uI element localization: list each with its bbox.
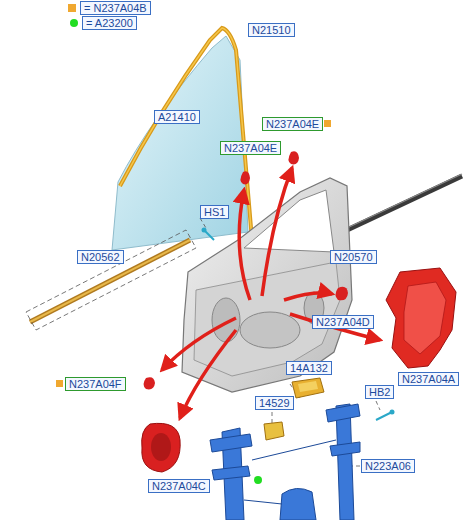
- callout-box: N237A04F: [65, 377, 126, 391]
- callout-box: N20570: [330, 250, 377, 264]
- dash-outline: [26, 230, 196, 330]
- pad-large-detail: [404, 282, 446, 354]
- part-number: 14529: [259, 397, 290, 409]
- pad-large: [386, 268, 456, 368]
- door-shell: [182, 178, 352, 392]
- callout-box: A21410: [154, 110, 200, 124]
- callout-box: 14529: [255, 396, 294, 410]
- part-number: N237A04A: [402, 373, 455, 385]
- callout-box: N223A06: [361, 459, 415, 473]
- glass-run-highlight: [120, 28, 252, 240]
- belt-weatherstrip-highlight: [330, 174, 462, 236]
- part-number: N237A04C: [152, 480, 206, 492]
- part-number: N237A04D: [316, 316, 370, 328]
- callout-box: N237A04A: [398, 372, 459, 386]
- legend-swatch: [68, 4, 76, 12]
- orange-marker: [56, 380, 63, 387]
- orange-marker: [324, 120, 331, 127]
- callout-box: N237A04E: [220, 141, 281, 155]
- bolt: [376, 412, 392, 420]
- callout-box: N237A04E: [262, 117, 323, 131]
- pad: [289, 151, 300, 164]
- pad: [336, 287, 349, 301]
- window-frame: [244, 190, 334, 252]
- access-hole: [240, 312, 300, 348]
- pad-speaker: [142, 423, 181, 472]
- part-number: N20570: [334, 251, 373, 263]
- part-number: 14A132: [290, 362, 328, 374]
- glass-run: [120, 28, 252, 240]
- part-number: HS1: [204, 206, 225, 218]
- belt-weatherstrip: [330, 176, 462, 238]
- callout-box: HS1: [200, 205, 229, 219]
- legend-text: = N237A04B: [80, 1, 151, 15]
- part-number: HB2: [369, 386, 390, 398]
- pad: [144, 377, 156, 389]
- callout-box: N237A04D: [312, 315, 374, 329]
- callout-box: HB2: [365, 385, 394, 399]
- callout-box: N20562: [77, 250, 124, 264]
- callout-box: N237A04C: [148, 479, 210, 493]
- clip: [264, 422, 284, 440]
- pad: [241, 171, 251, 184]
- part-number: N21510: [252, 24, 291, 36]
- green-dot: [254, 476, 262, 484]
- part-number: N237A04F: [69, 378, 122, 390]
- part-number: N237A04E: [224, 142, 277, 154]
- regulator-cable: [244, 440, 336, 504]
- belt-molding-highlight: [30, 240, 190, 322]
- part-number: N20562: [81, 251, 120, 263]
- screw-head: [202, 228, 207, 233]
- legend-swatch: [70, 19, 78, 27]
- bracket-detail: [298, 381, 318, 392]
- window-regulator: [210, 404, 360, 520]
- bolt-head: [390, 410, 395, 415]
- callout-box: 14A132: [286, 361, 332, 375]
- part-number: N237A04E: [266, 118, 319, 130]
- bracket: [292, 378, 324, 398]
- assembly-arrows: [162, 168, 380, 418]
- callout-box: N21510: [248, 23, 295, 37]
- belt-molding: [30, 240, 190, 322]
- legend-text: = A23200: [82, 16, 137, 30]
- part-number: A21410: [158, 111, 196, 123]
- part-number: N223A06: [365, 460, 411, 472]
- leader-lines: [200, 218, 380, 466]
- pad-speaker-detail: [151, 433, 171, 461]
